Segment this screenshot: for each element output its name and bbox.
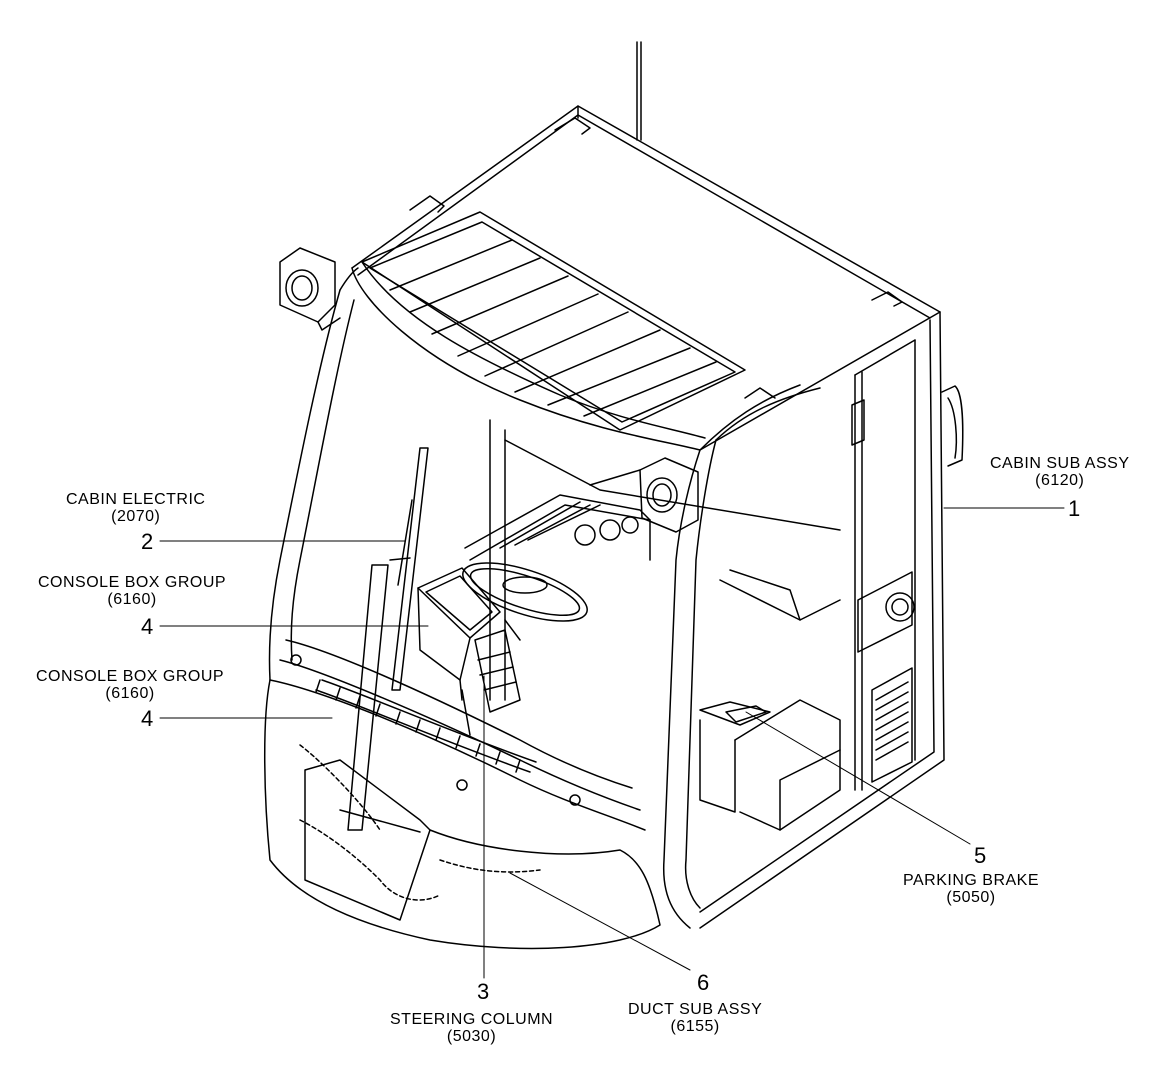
callout-name: CABIN SUB ASSY [990, 455, 1130, 472]
callout-number-3: 3 [477, 979, 490, 1004]
callout-name: STEERING COLUMN [390, 1011, 554, 1028]
callout-name: CONSOLE BOX GROUP [36, 668, 225, 685]
antenna [636, 41, 642, 141]
callout-code: (6120) [1035, 472, 1085, 489]
callout-number-2: 2 [141, 529, 154, 554]
roof-guard [361, 211, 746, 431]
callout-label-parking-brake: PARKING BRAKE (5050) [903, 872, 1039, 906]
rear-panel [851, 399, 915, 783]
rear-frame [489, 311, 945, 929]
callout-name: CABIN ELECTRIC [66, 491, 206, 508]
dashboard [464, 494, 651, 561]
callout-label-console-box-group-upper: CONSOLE BOX GROUP (6160) [38, 574, 226, 608]
leader-lines [159, 507, 1065, 979]
callout-label-cabin-sub-assy: CABIN SUB ASSY (6120) [990, 455, 1130, 489]
callout-number-4-lower: 4 [141, 706, 154, 731]
lower-front-body [264, 679, 661, 950]
callout-name: CONSOLE BOX GROUP [38, 574, 227, 591]
callout-label-duct-sub-assy: DUCT SUB ASSY (6155) [628, 1001, 762, 1035]
parking-brake [699, 699, 841, 831]
callout-code: (6160) [107, 591, 157, 608]
work-lamp-right [639, 457, 699, 533]
rear-interior [504, 439, 841, 621]
callout-number-1: 1 [1068, 496, 1081, 521]
steering-wheel [462, 562, 588, 622]
callout-label-cabin-electric: CABIN ELECTRIC (2070) [66, 491, 205, 525]
wiper-arms [347, 447, 429, 831]
callout-code: (5050) [946, 889, 996, 906]
callout-number-6: 6 [697, 970, 710, 995]
callout-number-4-upper: 4 [141, 614, 154, 639]
callout-code: (2070) [111, 508, 161, 525]
callout-name: DUCT SUB ASSY [628, 1001, 763, 1018]
work-lamp-left [279, 247, 341, 331]
front-left-pillar [268, 267, 359, 681]
cabin-roof [351, 105, 941, 451]
console-box [417, 567, 501, 701]
callout-code: (6155) [670, 1018, 720, 1035]
windscreen-frame [269, 639, 646, 831]
callout-code: (5030) [446, 1028, 497, 1045]
steering-column [461, 619, 521, 736]
callout-name: PARKING BRAKE [903, 872, 1040, 889]
rear-handle [941, 385, 964, 467]
callout-label-steering-column: STEERING COLUMN (5030) [390, 1011, 553, 1045]
callout-number-5: 5 [974, 843, 987, 868]
front-right-pillar [662, 384, 821, 929]
callout-code: (6160) [105, 685, 155, 702]
defroster-vent [315, 679, 537, 773]
callout-label-console-box-group-lower: CONSOLE BOX GROUP (6160) [36, 668, 224, 702]
